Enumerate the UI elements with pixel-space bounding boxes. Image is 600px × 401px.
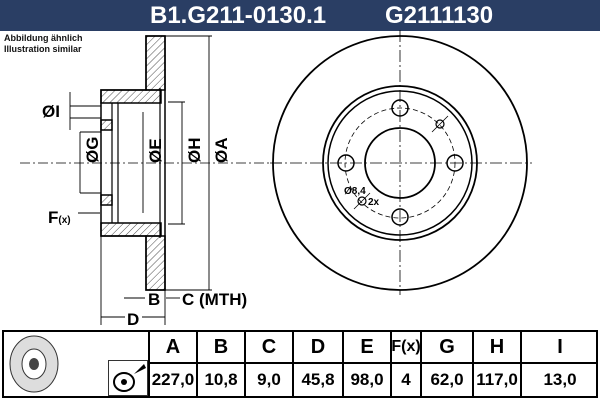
column-header-e: E [342,332,390,364]
column-header-fx: F(x) [390,332,421,364]
column-value-g: 62,0 [420,364,472,396]
column-header-a: A [148,332,196,364]
title-bar: B1.G211-0130.1 G2111130 [0,0,600,31]
column-header-h: H [472,332,520,364]
label-dia-e: ØE [146,138,165,163]
disc-front-view [270,30,532,295]
label-dia-i: ØI [42,102,60,121]
note-german: Abbildung ähnlich [4,33,83,43]
dimension-lines [69,35,212,325]
illustration-note: Abbildung ähnlich Illustration similar [4,33,83,55]
column-value-d: 45,8 [292,364,342,396]
spray-icon [108,360,148,396]
column-value-b: 10,8 [196,364,244,396]
column-header-d: D [292,332,342,364]
column-value-a: 227,0 [148,364,196,396]
column-header-c: C [244,332,292,364]
label-c-mth: C (MTH) [182,290,247,309]
product-image-cell [4,332,148,396]
column-value-e: 98,0 [342,364,390,396]
column-header-i: I [520,332,598,364]
technical-drawing: ØI ØG ØE ØH ØA F(x) B C (MTH) D Ø8,4 2x [20,30,532,329]
label-f: F(x) [48,208,71,227]
note-english: Illustration similar [4,44,82,54]
label-dia-a: ØA [212,138,231,164]
column-header-b: B [196,332,244,364]
brake-disc-icon [9,335,59,393]
column-value-h: 117,0 [472,364,520,396]
reference-number: G2111130 [385,2,494,29]
column-value-fx: 4 [390,364,420,396]
label-dia-g: ØG [83,137,102,163]
column-header-g: G [420,332,472,364]
hole-count-note: 2x [368,197,380,208]
column-value-i: 13,0 [520,364,598,396]
hole-diameter-note: Ø8,4 [344,186,366,197]
column-value-c: 9,0 [244,364,292,396]
part-number: B1.G211-0130.1 [150,2,327,29]
label-dia-h: ØH [185,138,204,164]
label-d: D [127,310,139,329]
label-b: B [148,290,160,309]
cross-section [20,35,285,291]
